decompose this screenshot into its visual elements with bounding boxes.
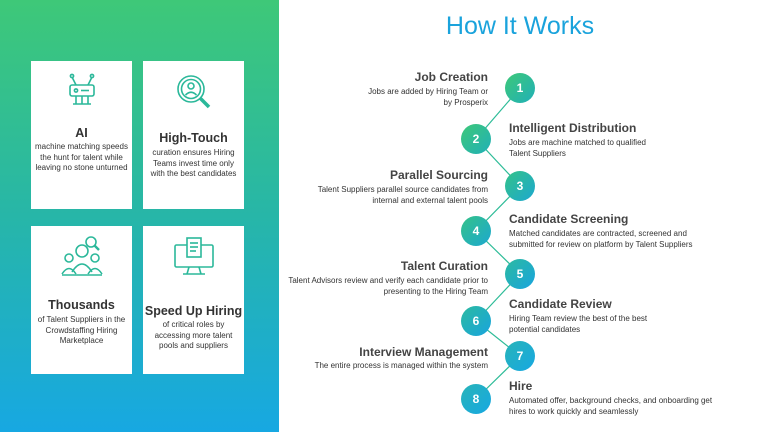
step-6-desc: Hiring Team review the best of the best … (509, 314, 648, 334)
step-4-title: Candidate Screening (509, 212, 629, 226)
step-3-title: Parallel Sourcing (389, 168, 488, 182)
feature-description: machine matching speeds the hunt for tal… (35, 142, 128, 172)
step-8-title: Hire (509, 379, 533, 393)
step-5-desc: Talent Advisors review and verify each c… (288, 276, 488, 296)
step-1-desc: Jobs are added by Hiring Team or by Pros… (368, 87, 488, 107)
step-3-circle: 3 (505, 171, 535, 201)
feature-card-thousands: Thousands of Talent Suppliers in the Cro… (31, 226, 132, 374)
ai-chip-icon (68, 73, 95, 105)
feature-card-high-touch: High-Touch curation ensures Hiring Teams… (143, 61, 244, 209)
feature-description: of critical roles by accessing more tale… (154, 320, 233, 350)
feature-title: High-Touch (159, 131, 228, 145)
step-5-title: Talent Curation (400, 259, 488, 273)
step-5-circle: 5 (505, 259, 535, 289)
feature-card-speed-up-hiring: Speed Up Hiring of critical roles by acc… (143, 226, 244, 374)
feature-title: Thousands (48, 298, 115, 312)
monitor-document-icon (173, 237, 214, 275)
feature-card-ai: AI machine matching speeds the hunt for … (31, 61, 132, 209)
page-title: How It Works (445, 12, 595, 40)
people-search-icon (60, 236, 103, 276)
step-2-circle: 2 (461, 124, 491, 154)
step-1-title: Job Creation (414, 70, 488, 84)
step-6-circle: 6 (461, 306, 491, 336)
step-7-circle: 7 (505, 341, 535, 371)
step-7-title: Interview Management (359, 345, 488, 359)
step-4-desc: Matched candidates are contracted, scree… (509, 229, 693, 249)
feature-description: curation ensures Hiring Teams invest tim… (150, 148, 237, 178)
step-2-title: Intelligent Distribution (509, 121, 637, 135)
step-8-desc: Automated offer, background checks, and … (509, 396, 713, 416)
step-3-desc: Talent Suppliers parallel source candida… (317, 185, 488, 205)
step-8-circle: 8 (461, 384, 491, 414)
step-7-desc: The entire process is managed within the… (314, 361, 488, 370)
feature-title: AI (75, 126, 88, 140)
feature-description: of Talent Suppliers in the Crowdstaffing… (37, 315, 126, 345)
step-6-title: Candidate Review (509, 297, 612, 311)
step-1-circle: 1 (505, 73, 535, 103)
magnifier-person-icon (176, 75, 210, 109)
feature-title: Speed Up Hiring (144, 304, 243, 318)
step-4-circle: 4 (461, 216, 491, 246)
step-2-desc: Jobs are machine matched to qualified Ta… (509, 138, 646, 158)
